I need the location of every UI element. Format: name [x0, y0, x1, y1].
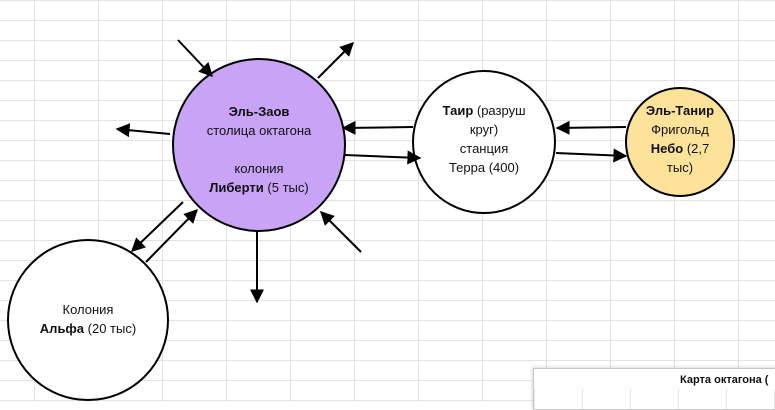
arrow-tanir-to-tair: [555, 120, 627, 135]
node-el-tanir[interactable]: [625, 87, 735, 197]
el-tanir-line3-bold: Небо: [650, 141, 684, 156]
el-zaov-colony-pop: (5 тыс): [263, 180, 309, 195]
arrow-tair-to-tanir: [555, 148, 628, 163]
el-tanir-line3-rest: (2,7: [683, 141, 710, 156]
sheet-popup[interactable]: Карта октагона (: [533, 368, 775, 410]
sheet-popup-title: Карта октагона (: [680, 374, 769, 386]
el-zaov-subtitle: столица октагона: [206, 123, 312, 138]
arrow-in-bottom-right: [320, 211, 362, 253]
arrow-in-top-left: [177, 39, 213, 78]
el-tanir-name: Эль-Танир: [645, 103, 715, 118]
tair-line2: круг): [469, 122, 499, 137]
alfa-pop: (20 тыс): [84, 321, 137, 336]
el-zaov-name: Эль-Заов: [228, 104, 290, 119]
label-tair: Таир (разруш круг) станция Терра (400): [420, 101, 548, 177]
arrow-tair-to-zaov: [341, 120, 414, 135]
el-tanir-line2: Фригольд: [651, 122, 709, 137]
arrow-out-top-right: [317, 42, 354, 79]
el-zaov-colony-name: Либерти: [209, 180, 264, 195]
node-el-zaov[interactable]: [172, 58, 346, 232]
tair-line4: Терра (400): [448, 160, 520, 175]
arrow-out-left: [115, 123, 171, 138]
el-tanir-line4: тыс): [666, 160, 694, 175]
el-zaov-colony: колония: [234, 161, 284, 176]
label-alfa: Колония Альфа (20 тыс): [18, 300, 158, 338]
label-el-tanir: Эль-Танир Фригольд Небо (2,7 тыс): [630, 101, 730, 177]
label-el-zaov: Эль-Заов столица октагона колония Либерт…: [174, 102, 344, 197]
arrow-zaov-to-tair: [344, 150, 422, 165]
alfa-name: Альфа: [39, 321, 85, 336]
tair-line3: станция: [459, 141, 509, 156]
arrow-alfa-to-zaov: [145, 209, 198, 263]
tair-name-rest: (разруш: [473, 103, 526, 118]
tair-name: Таир: [442, 103, 474, 118]
node-alfa[interactable]: [7, 239, 169, 401]
sheet-popup-grid: [534, 389, 775, 409]
node-tair[interactable]: [412, 70, 556, 214]
arrow-zaov-to-alfa: [130, 201, 184, 252]
alfa-line1: Колония: [62, 302, 114, 317]
